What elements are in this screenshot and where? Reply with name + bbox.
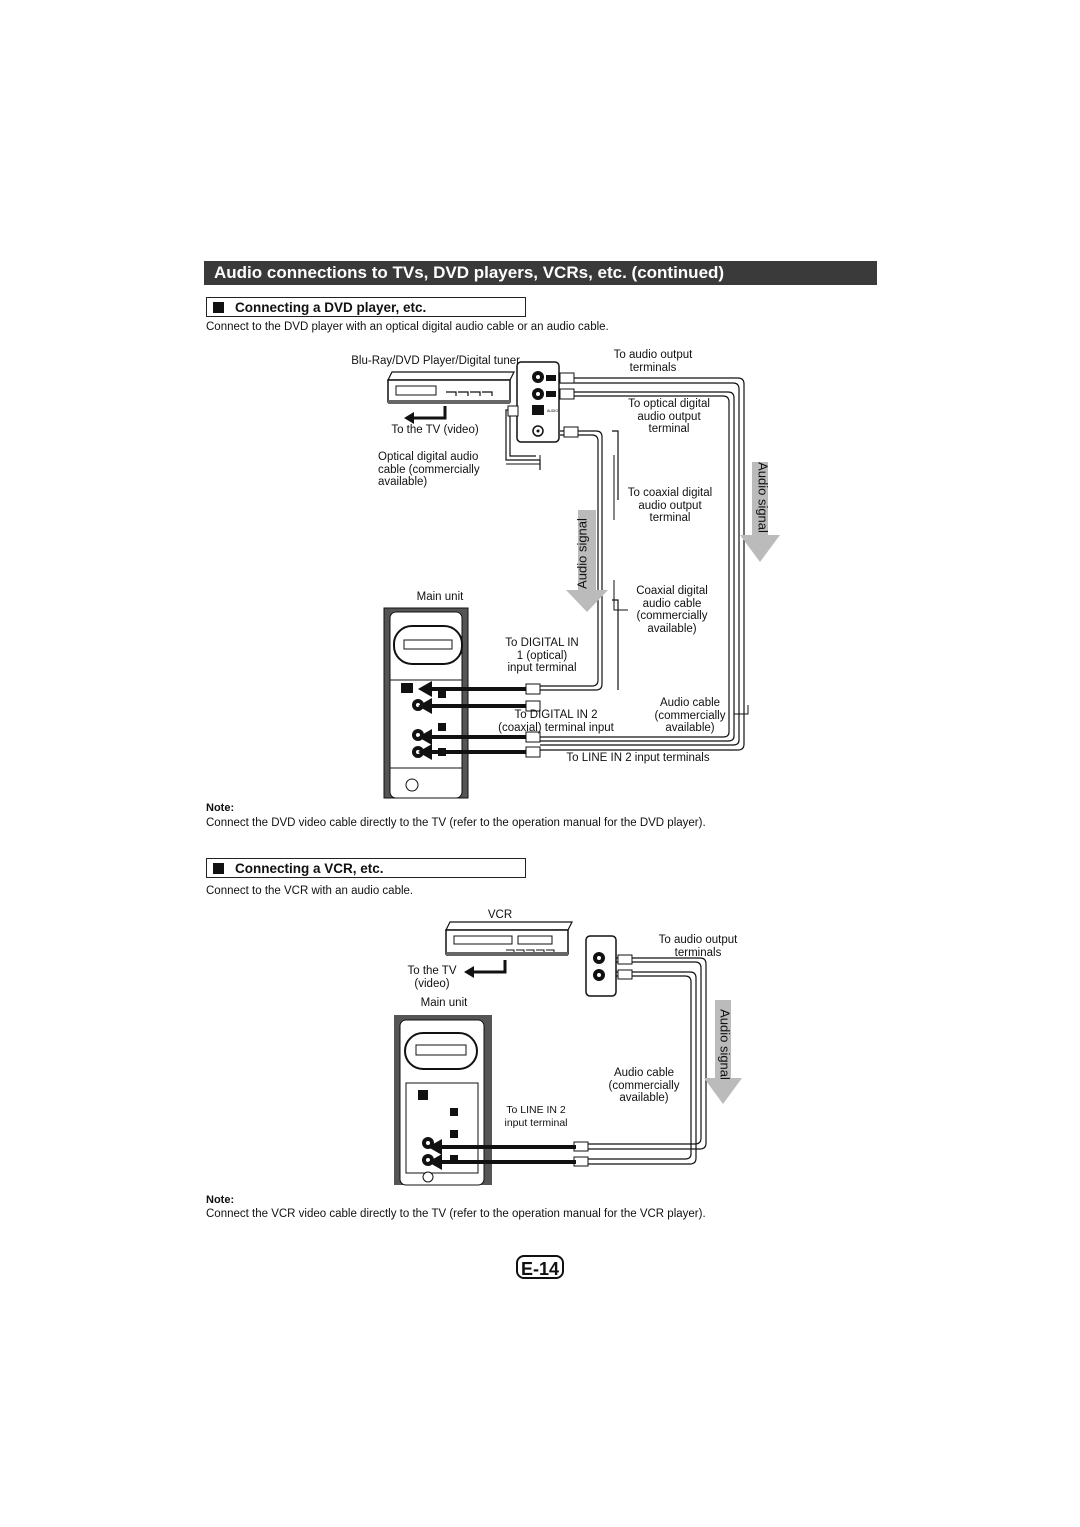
svg-text:AUDIO: AUDIO — [547, 409, 558, 413]
vcr-audio-signal-arrow — [704, 1000, 742, 1104]
dvd-opt-out-l1: To optical digital — [628, 398, 710, 410]
audio-signal-arrow-1 — [566, 510, 608, 612]
vcr-audio-cable-l2: (commercially — [608, 1079, 680, 1092]
dvd-dig-in2-l2: (coaxial) terminal input — [498, 721, 614, 734]
vcr-intro: Connect to the VCR with an audio cable. — [206, 885, 414, 897]
dvd-line-in-label: To LINE IN 2 input terminals — [566, 752, 710, 764]
main-unit-illustration-vcr — [394, 1015, 492, 1186]
dvd-optical-cable-l2: cable (commercially — [378, 463, 480, 476]
vcr-audio-out-l1: To audio output — [658, 934, 738, 946]
vcr-main-unit-label: Main unit — [420, 997, 468, 1009]
dvd-note-text: Connect the DVD video cable directly to … — [206, 817, 706, 829]
vcr-heading-text: Connecting a VCR, etc. — [235, 861, 384, 876]
dvd-to-tv-label: To the TV (video) — [391, 424, 479, 436]
to-tv-arrow-vcr — [473, 960, 507, 974]
dvd-rear-panel: AUDIO — [516, 361, 560, 443]
to-tv-arrow-dvd — [413, 406, 447, 420]
dvd-coax-cable-l1: Coaxial digital — [636, 585, 708, 597]
dvd-dig-in1-l1: To DIGITAL IN — [505, 637, 579, 649]
dvd-audio-cable-l2: (commercially — [654, 709, 726, 722]
vcr-device-label: VCR — [487, 909, 513, 921]
dvd-optical-cable-l1: Optical digital audio — [378, 451, 479, 463]
vcr-audio-signal: Audio signal — [717, 1009, 733, 1080]
vcr-to-tv-l1: To the TV — [407, 965, 457, 977]
dvd-audio-out-l1: To audio output — [613, 349, 693, 361]
dvd-heading: Connecting a DVD player, etc. — [206, 297, 526, 317]
dvd-dig-in1-l2: 1 (optical) — [516, 649, 568, 662]
dvd-heading-text: Connecting a DVD player, etc. — [235, 300, 427, 315]
vcr-line-in-l1: To LINE IN 2 — [506, 1104, 566, 1116]
section-banner: Audio connections to TVs, DVD players, V… — [204, 261, 877, 285]
audio-signal-arrow-2 — [740, 462, 780, 562]
dvd-dig-in1-l3: input terminal — [507, 662, 577, 674]
dvd-audio-out-l2: terminals — [629, 361, 677, 374]
vcr-heading: Connecting a VCR, etc. — [206, 858, 526, 878]
dvd-coax-cable-l2: audio cable — [642, 597, 702, 610]
dvd-player-illustration — [387, 371, 515, 404]
vcr-to-tv-l2: (video) — [414, 977, 450, 990]
dvd-main-unit-label: Main unit — [416, 591, 464, 603]
page-number: E-14 — [516, 1255, 564, 1279]
vcr-line-in-l2: input terminal — [504, 1116, 568, 1129]
heading-square-icon — [213, 302, 224, 313]
dvd-audio-cable-l1: Audio cable — [659, 697, 721, 709]
dvd-audio-cable-l3: available) — [665, 722, 715, 734]
dvd-coax-out-l3: terminal — [649, 512, 691, 524]
dvd-coax-out-l2: audio output — [638, 499, 702, 512]
vcr-audio-cable-l1: Audio cable — [613, 1067, 675, 1079]
dvd-coax-cable-l3: (commercially — [636, 610, 708, 622]
dvd-optical-cable-l3: available) — [378, 476, 428, 488]
vcr-audio-cable-l3: available) — [619, 1092, 669, 1104]
vcr-note-text: Connect the VCR video cable directly to … — [206, 1208, 706, 1220]
dvd-opt-out-l3: terminal — [648, 423, 690, 435]
dvd-note-title: Note: — [206, 802, 235, 814]
dvd-coax-out-l1: To coaxial digital — [627, 487, 713, 499]
heading-square-icon — [213, 863, 224, 874]
dvd-coax-cable-l4: available) — [647, 622, 697, 635]
vcr-note-title: Note: — [206, 1194, 235, 1206]
dvd-opt-out-l2: audio output — [637, 410, 701, 423]
vcr-illustration — [445, 921, 573, 956]
main-unit-illustration-dvd — [383, 607, 469, 799]
dvd-dig-in2-l1: To DIGITAL IN 2 — [514, 709, 598, 721]
vcr-rear-panel — [585, 935, 617, 997]
vcr-audio-out-l2: terminals — [674, 946, 722, 959]
dvd-intro: Connect to the DVD player with an optica… — [206, 321, 609, 333]
dvd-device-label: Blu-Ray/DVD Player/Digital tuner — [351, 355, 520, 367]
